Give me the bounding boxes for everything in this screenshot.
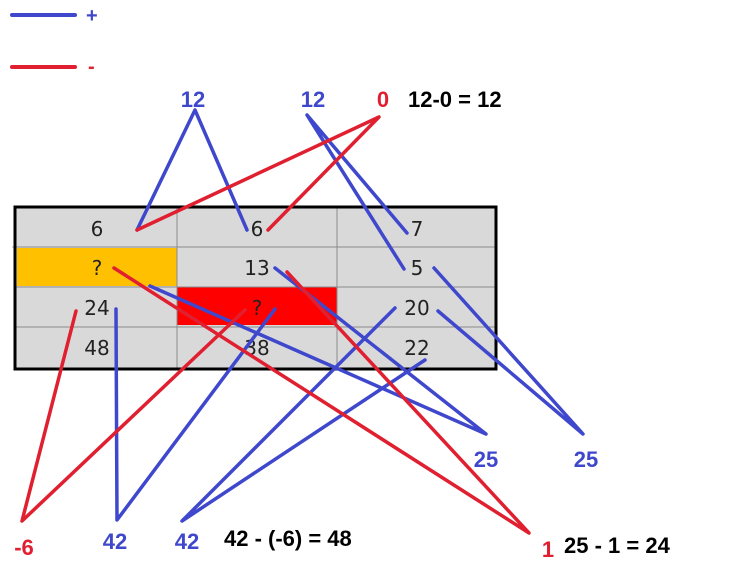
legend-plus-symbol: +: [86, 5, 98, 27]
grid-border: [13, 205, 498, 371]
highlight-cell-orange: [17, 248, 177, 286]
equations: 12-0 = 12 42 - (-6) = 48 25 - 1 = 24: [224, 87, 671, 558]
node-labels: 12 12 0 25 25 -6 42 42 1: [14, 87, 598, 562]
highlight-cell-red: [177, 287, 337, 325]
minus-path-top0: [135, 115, 381, 232]
cell-r1-c2: 6: [251, 217, 264, 241]
cell-r2-c1: ?: [92, 256, 103, 280]
cell-r3-c1: 24: [84, 296, 109, 320]
cell-r1-c1: 6: [91, 217, 104, 241]
cell-r3-c3: 20: [404, 296, 429, 320]
legend: + -: [10, 5, 98, 78]
label-top-0: 0: [377, 87, 389, 112]
cell-r1-c3: 7: [411, 217, 424, 241]
equation-bottom-left: 42 - (-6) = 48: [224, 526, 352, 551]
minus-path-neg6: [20, 308, 247, 523]
label-25-right: 25: [574, 447, 598, 472]
cell-r4-c1: 48: [84, 336, 109, 360]
label-top-12-left: 12: [181, 87, 205, 112]
cell-r2-c3: 5: [411, 256, 424, 280]
plus-path-top12-left: [135, 108, 249, 232]
label-25-left: 25: [474, 447, 498, 472]
cell-r2-c2: 13: [244, 256, 269, 280]
cell-r4-c2: 38: [244, 336, 269, 360]
legend-minus-symbol: -: [88, 56, 95, 78]
label-42-right: 42: [175, 529, 199, 554]
equation-bottom-right: 25 - 1 = 24: [564, 533, 671, 558]
cell-r4-c3: 22: [404, 336, 429, 360]
label-top-12-right: 12: [301, 87, 325, 112]
cell-r3-c2: ?: [252, 296, 263, 320]
number-grid: 6 6 7 ? 13 5 24 ? 20 48 38 22: [12, 205, 498, 371]
plus-path-top12-right: [305, 113, 409, 271]
equation-top: 12-0 = 12: [408, 87, 502, 112]
label-neg6: -6: [14, 535, 34, 560]
minus-connectors: [20, 115, 531, 535]
minus-path-1: [112, 266, 531, 535]
plus-path-42-left: [114, 307, 277, 522]
plus-path-25-left: [148, 266, 488, 436]
label-1: 1: [542, 537, 554, 562]
plus-path-25-right: [432, 266, 585, 436]
label-42-left: 42: [103, 529, 127, 554]
